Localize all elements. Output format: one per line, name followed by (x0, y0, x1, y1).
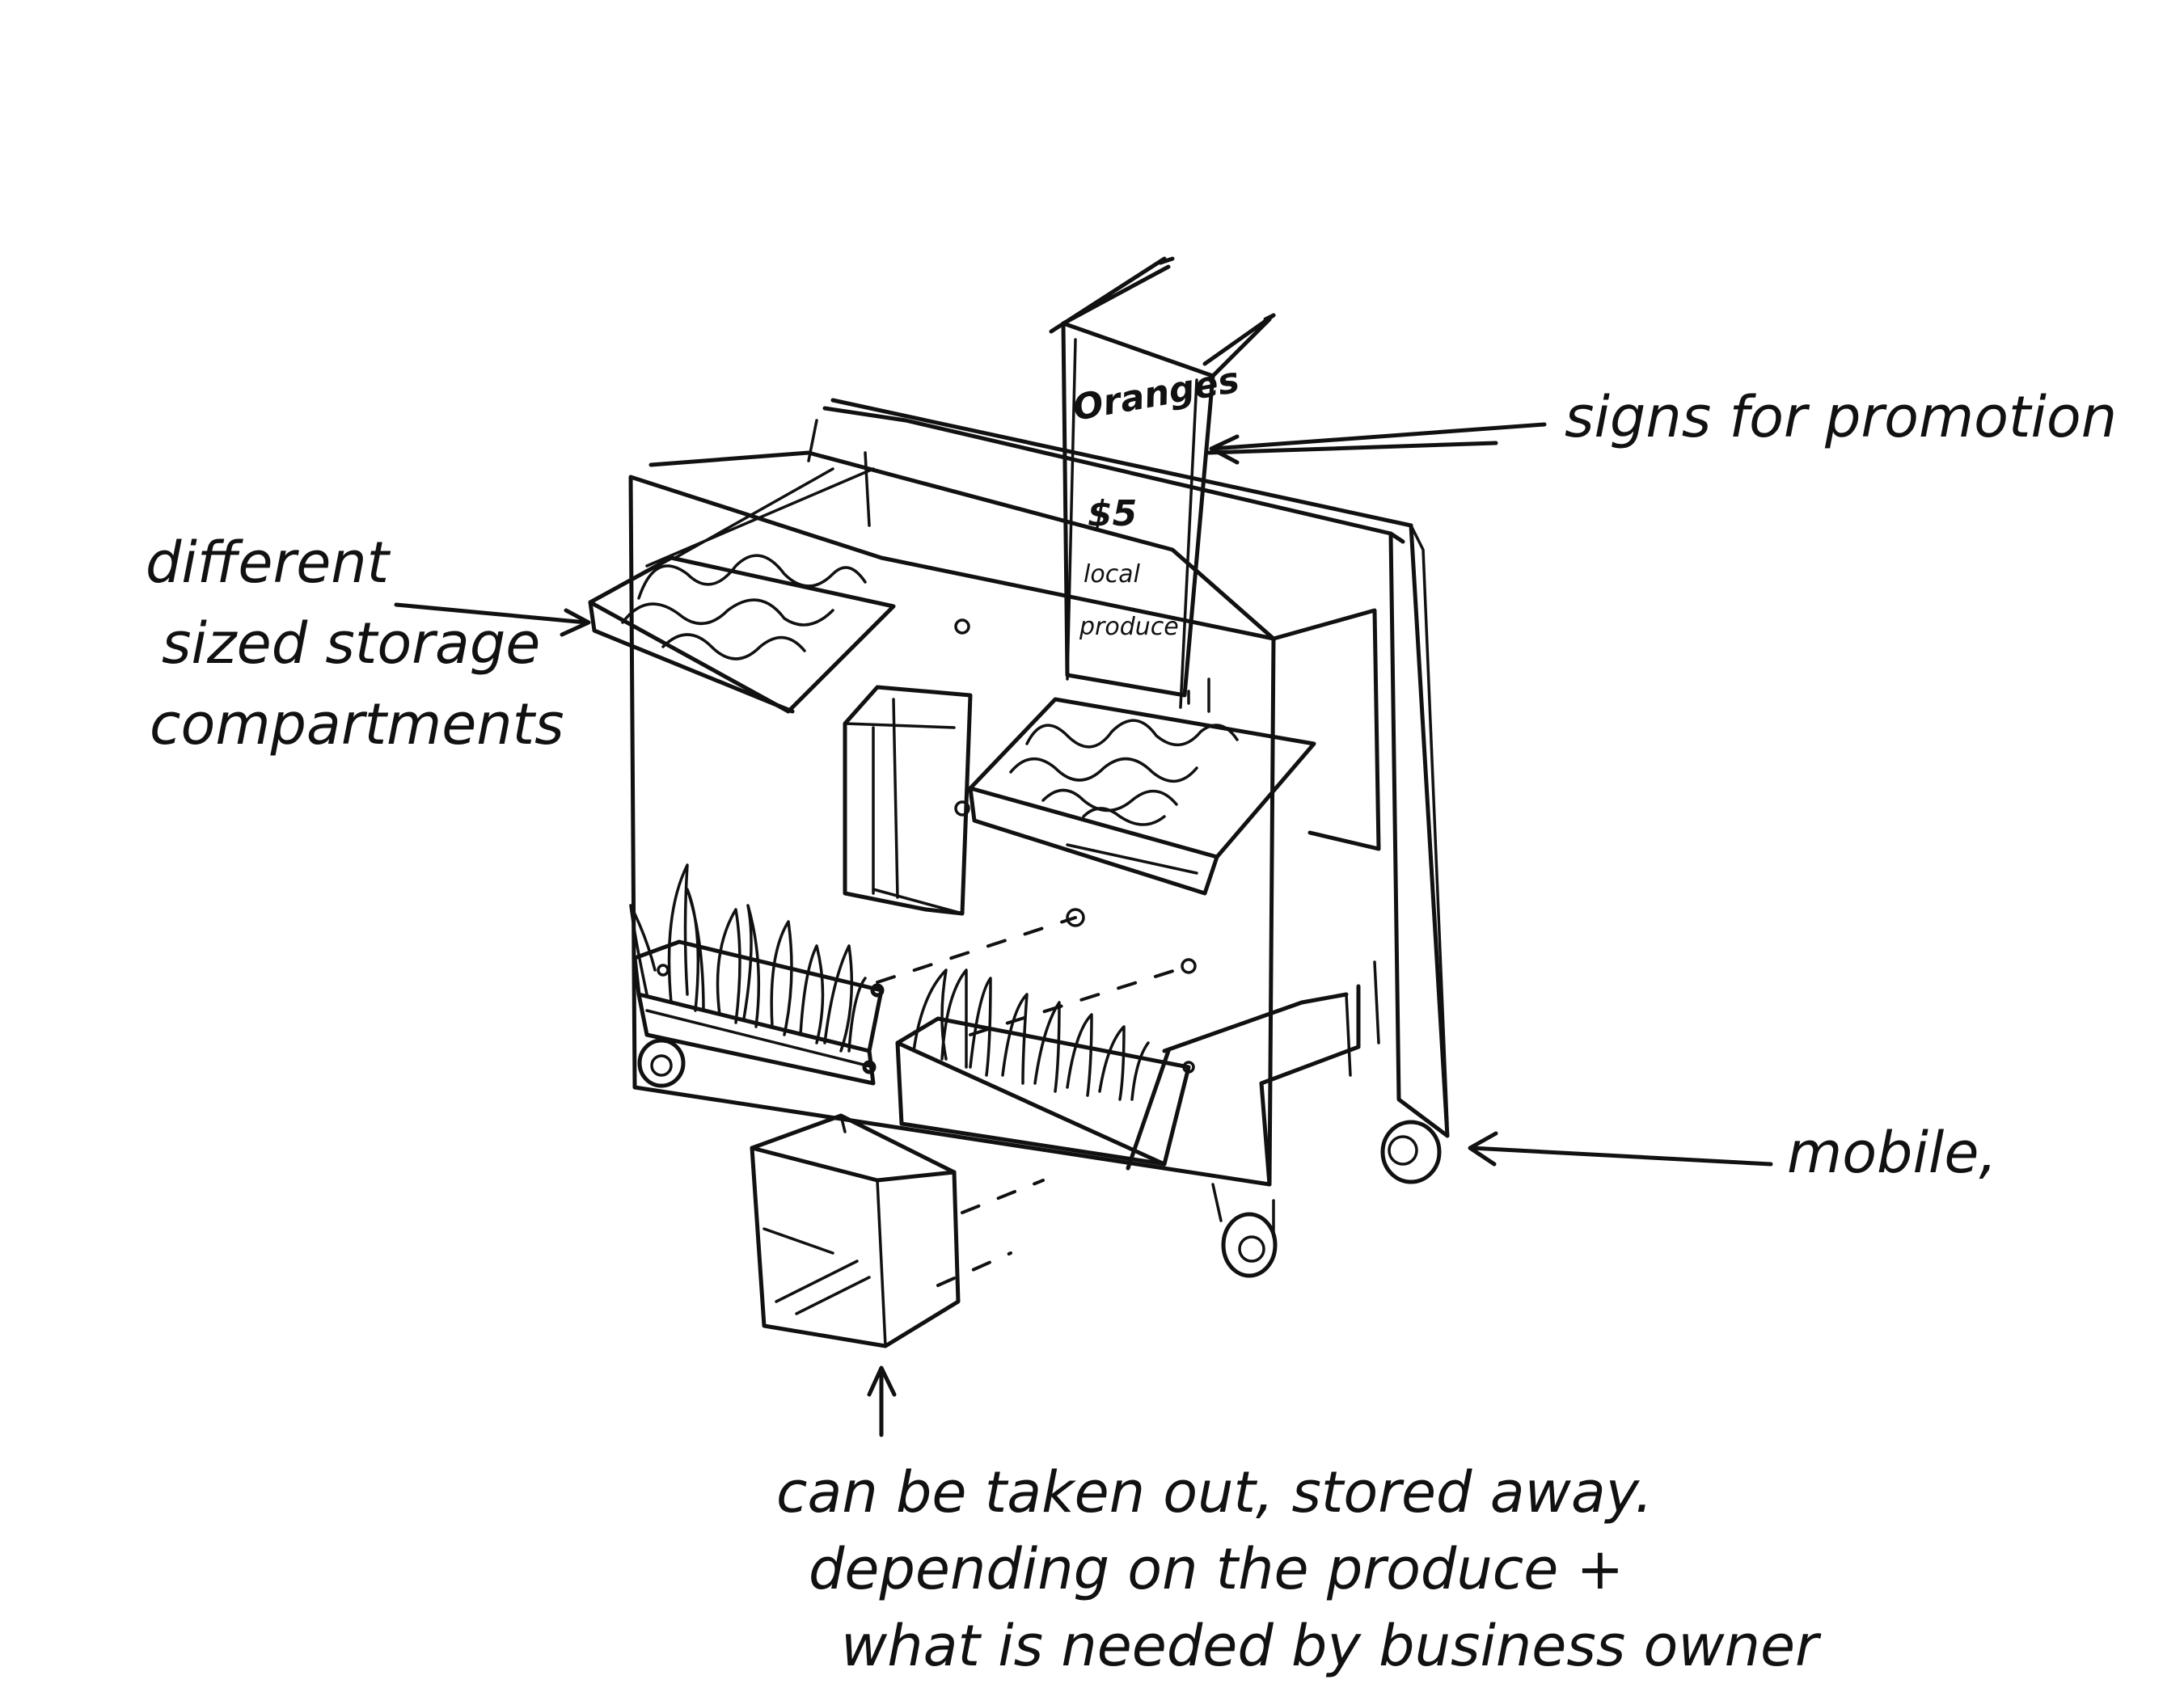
annotation-arrows (394, 422, 1773, 1437)
removable-box (750, 1113, 961, 1348)
sign-product-label: Oranges (1070, 360, 1242, 429)
right-tray-oranges (954, 697, 1316, 896)
label-signs: signs for promotion (1565, 384, 2117, 450)
label-removable-line-3: what is needed by business owner (841, 1613, 1822, 1679)
arrow-mobile (1469, 1146, 1773, 1167)
sign-tagline-2: produce (1079, 613, 1179, 641)
cart-body (628, 398, 1450, 1187)
sign-tagline-1: local (1084, 560, 1141, 589)
wheel-front-right (1221, 1212, 1278, 1278)
sign-price: $5 (1088, 493, 1137, 534)
label-storage-line-1: different (146, 530, 391, 596)
lower-left-herb-tray (629, 863, 885, 1086)
arrow-storage (394, 602, 589, 625)
arrow-signs (1210, 422, 1547, 451)
label-removable-line-1: can be taken out, stored away. (776, 1459, 1653, 1526)
top-tray-round-produce (588, 467, 970, 714)
wheel-back-right (1380, 1120, 1442, 1184)
pull-out-guides (876, 908, 1197, 1287)
lower-right-bean-tray (895, 968, 1195, 1167)
wheel-front-left (637, 1038, 686, 1088)
label-removable-line-2: depending on the produce + (809, 1536, 1624, 1602)
center-tube-compartment (843, 685, 973, 916)
label-mobile: mobile, (1787, 1120, 1997, 1186)
label-storage-line-3: compartments (150, 691, 564, 757)
annotation-labels: different sized storage compartments sig… (146, 384, 2117, 1679)
label-storage-line-2: sized storage (162, 610, 540, 677)
cart-wheels (637, 1038, 1442, 1278)
